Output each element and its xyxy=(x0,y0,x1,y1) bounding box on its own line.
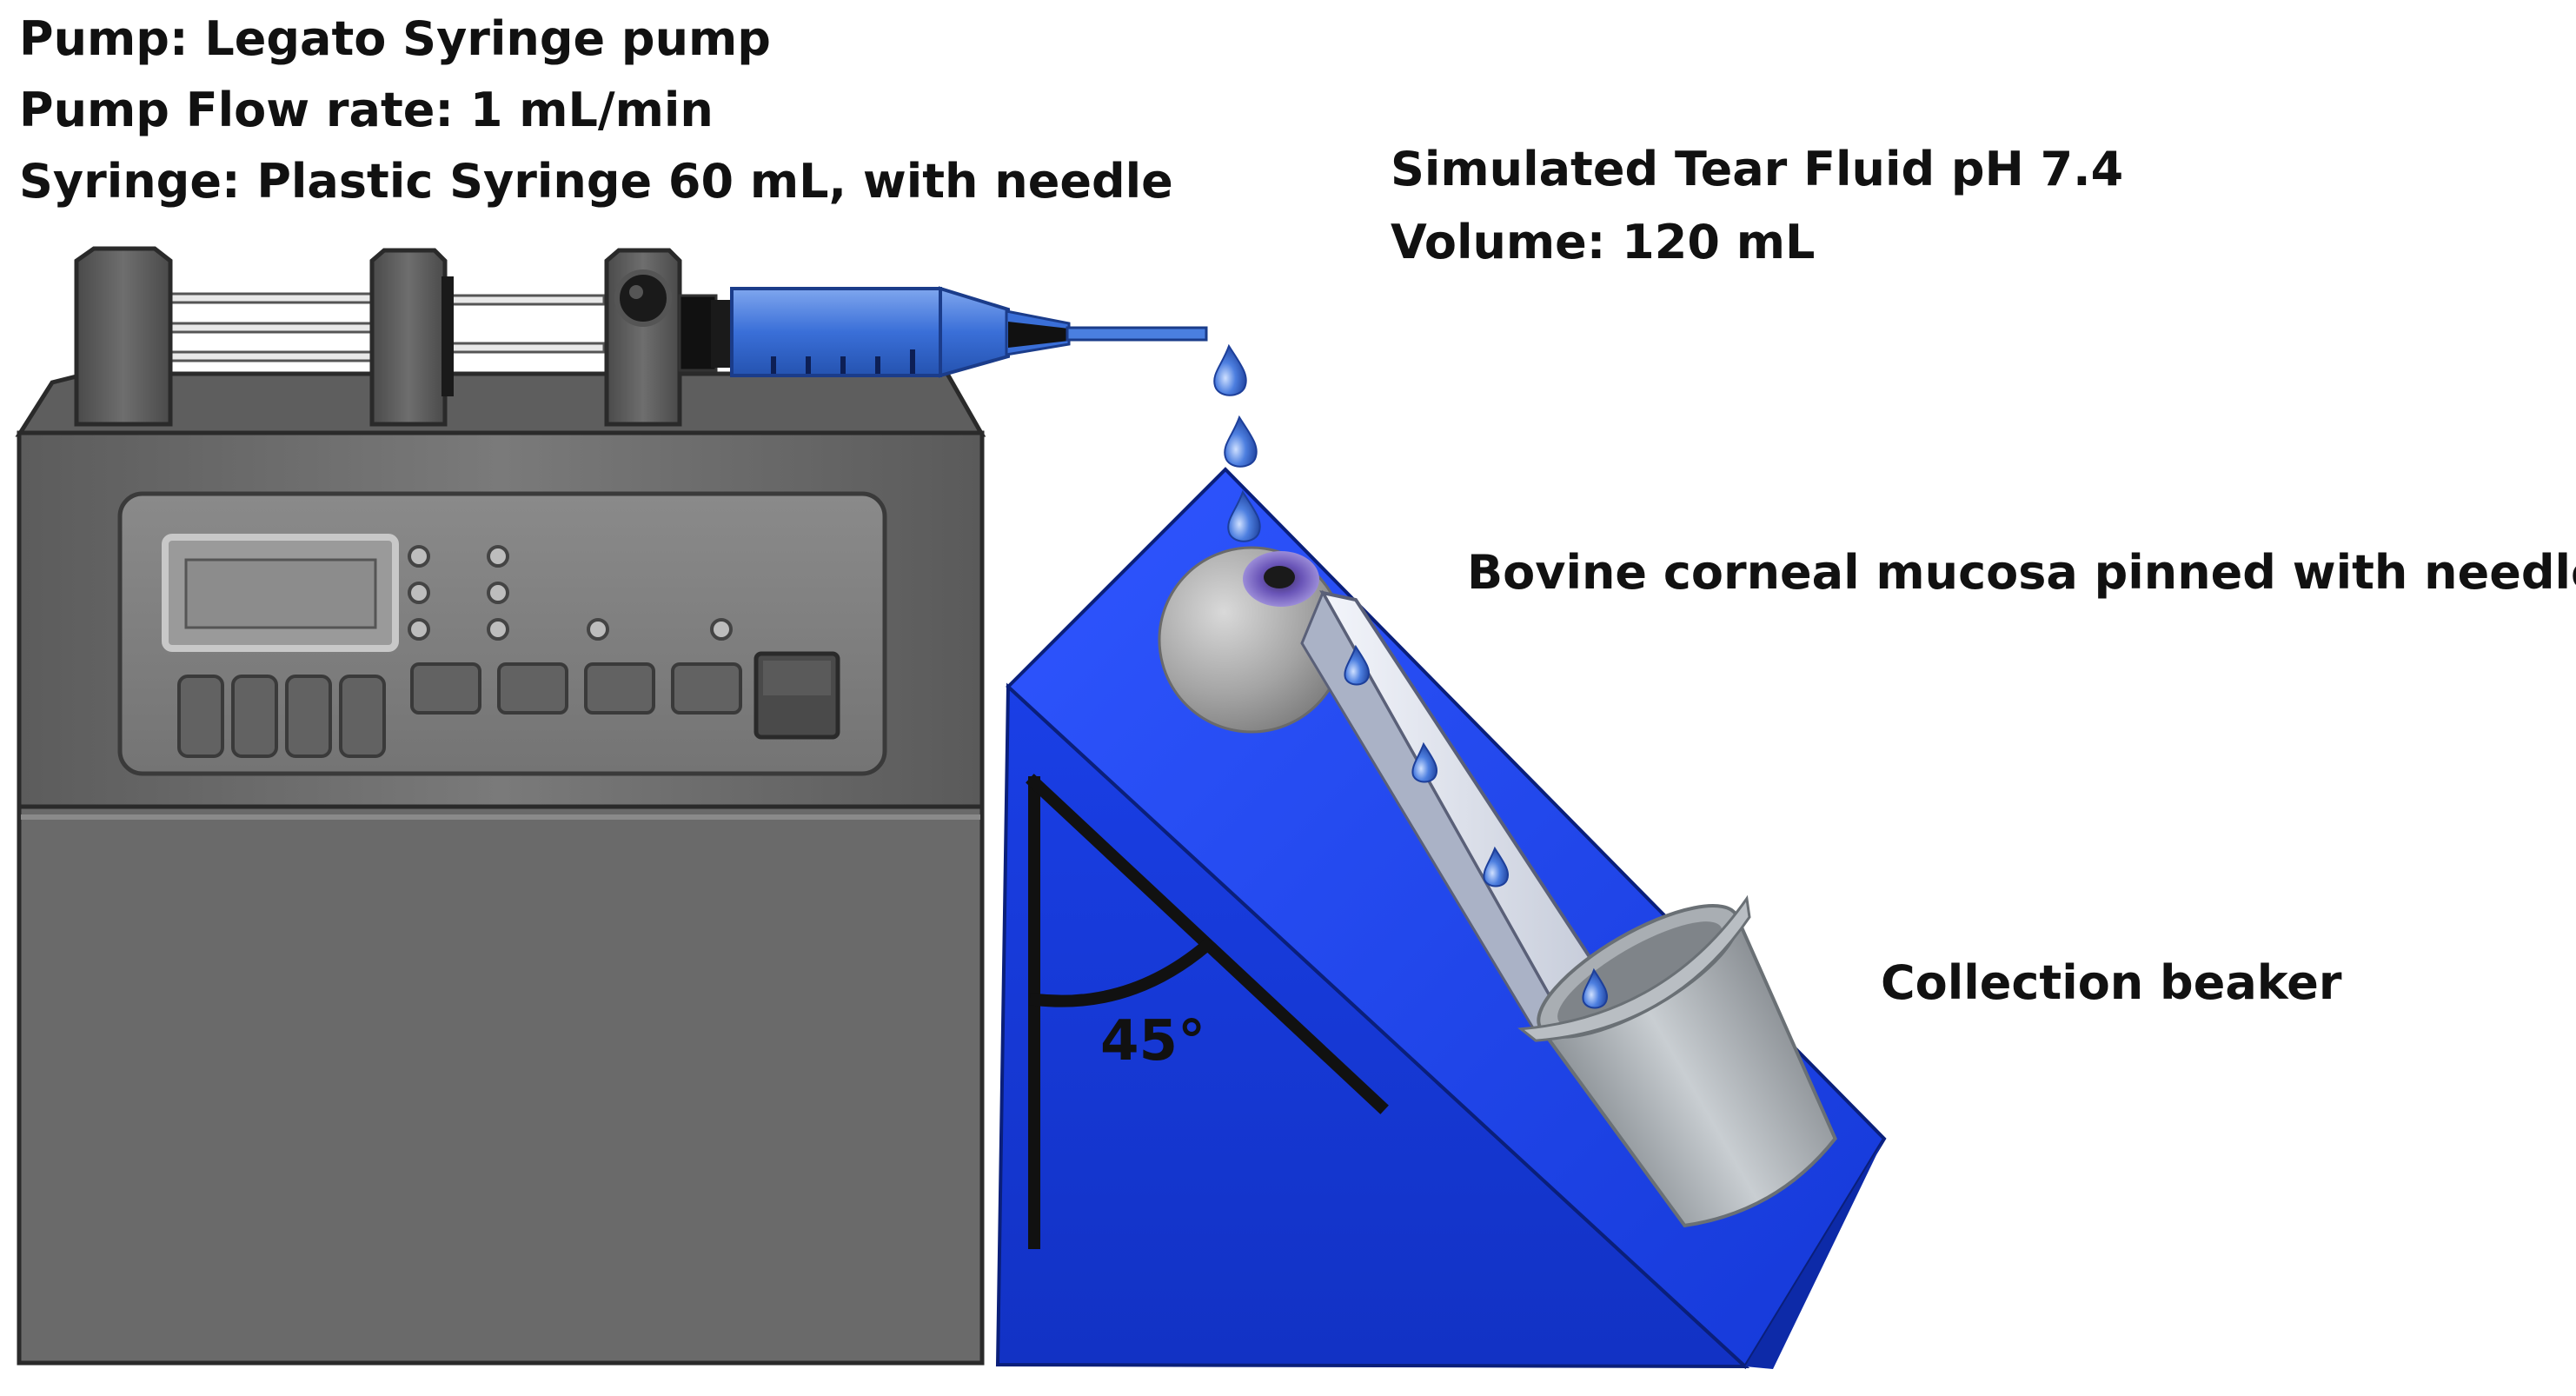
mucosa-label: Bovine corneal mucosa pinned with needle… xyxy=(1467,545,2576,600)
indicator-leds xyxy=(408,545,733,641)
pump-model-label: Pump: Legato Syringe pump xyxy=(19,11,771,66)
angle-marker xyxy=(1026,774,1389,1249)
inclined-wedge-45deg xyxy=(995,467,1887,1370)
angle-label: 45° xyxy=(1100,1009,1206,1074)
drop xyxy=(1224,415,1258,468)
keypad-buttons xyxy=(177,662,742,758)
drop xyxy=(1213,343,1247,396)
syringe xyxy=(678,286,1208,378)
control-panel xyxy=(117,491,887,776)
syringe-label: Syringe: Plastic Syringe 60 mL, with nee… xyxy=(19,154,1173,209)
fluid-volume-label: Volume: 120 mL xyxy=(1391,215,1816,269)
drop xyxy=(1582,967,1608,1009)
pump-lower-cabinet xyxy=(17,804,985,1366)
drop xyxy=(1483,846,1509,887)
drop xyxy=(1344,644,1370,686)
pump-flow-rate-label: Pump Flow rate: 1 mL/min xyxy=(19,83,714,137)
syringe-clamp-block xyxy=(604,248,682,427)
drop xyxy=(1227,489,1261,542)
beaker-label: Collection beaker xyxy=(1881,955,2342,1010)
drop xyxy=(1411,741,1437,783)
pusher-block-middle xyxy=(369,248,454,427)
syringe-graduations xyxy=(771,349,915,374)
pusher-block-left xyxy=(74,246,173,427)
syringe-needle xyxy=(1066,326,1208,342)
bovine-eye xyxy=(1158,546,1345,734)
clamp-knob xyxy=(614,269,672,327)
syringe-barrel xyxy=(730,287,942,377)
fluid-type-label: Simulated Tear Fluid pH 7.4 xyxy=(1391,142,2124,196)
syringe-pump xyxy=(15,246,1208,1366)
wedge-side-face xyxy=(1745,1139,1884,1369)
fluid-drops xyxy=(1213,343,1608,1009)
